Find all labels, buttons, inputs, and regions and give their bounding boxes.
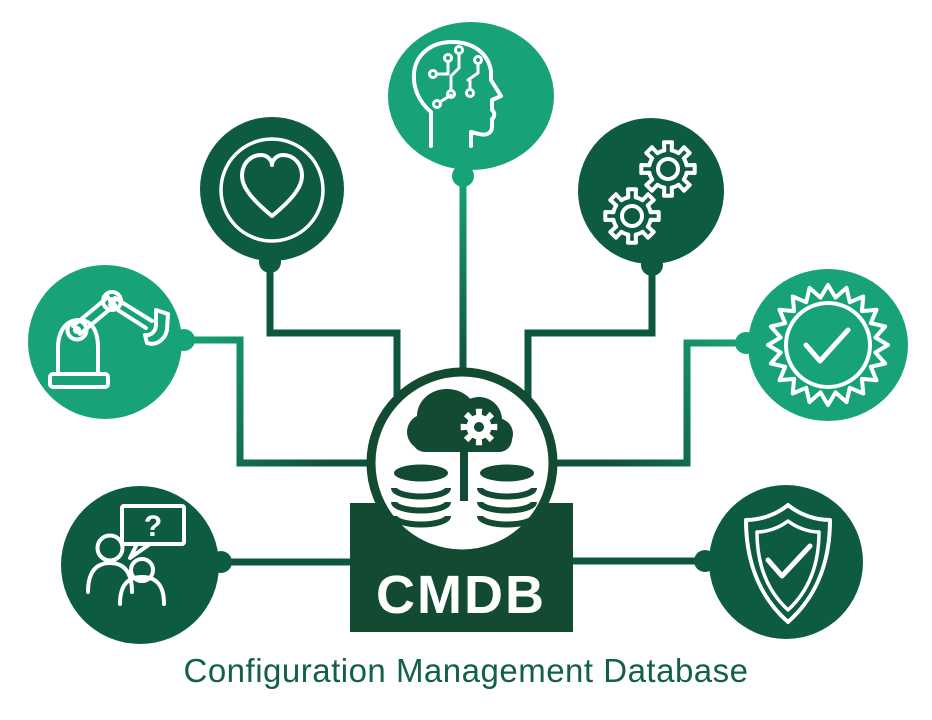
certified-badge-circle — [748, 269, 908, 421]
ai-head-icon — [411, 40, 503, 148]
node-robot-arm — [28, 265, 182, 419]
database-stacks — [391, 464, 537, 528]
robot-arm-circle — [28, 265, 182, 419]
gears-icon — [603, 140, 697, 245]
shield-check-icon — [744, 503, 832, 624]
certified-badge-icon — [766, 283, 890, 407]
connector-gears — [524, 265, 656, 420]
diagram-caption: Configuration Management Database — [183, 652, 748, 689]
node-gears — [578, 118, 724, 264]
cloud-gear-database-icon — [391, 389, 537, 528]
node-shield-check — [709, 485, 863, 639]
connector-robot-arm — [184, 336, 380, 467]
connector-heart — [266, 262, 401, 420]
node-certified-badge — [748, 269, 908, 421]
node-people-question: ? — [61, 486, 219, 644]
connectors — [184, 176, 746, 566]
people-question-icon — [86, 504, 186, 606]
robot-arm-icon — [48, 290, 170, 389]
node-heart — [200, 117, 344, 261]
connector-certified-badge — [545, 339, 746, 467]
hub: CMDB — [350, 367, 573, 632]
node-ai-head — [388, 22, 554, 170]
hub-label: CMDB — [376, 565, 546, 625]
heart-icon — [219, 137, 325, 243]
question-mark-text: ? — [144, 510, 162, 543]
people-question-circle — [61, 486, 219, 644]
